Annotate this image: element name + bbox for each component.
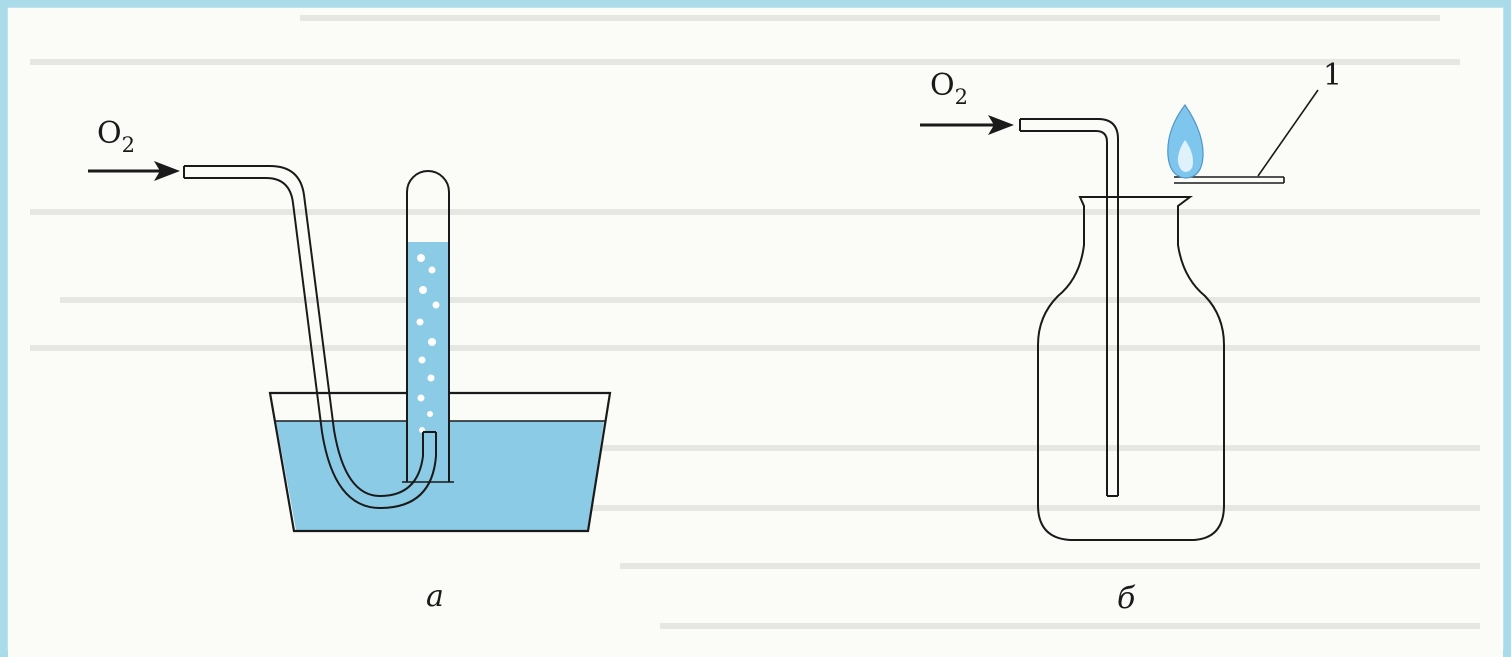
oxygen-inlet-arrow-a bbox=[88, 161, 180, 181]
collection-tube bbox=[402, 170, 454, 483]
background-print-lines bbox=[30, 15, 1480, 629]
gas-bubbles bbox=[416, 254, 440, 433]
caption-b: б bbox=[1117, 581, 1136, 616]
oxygen-label-a: O2 bbox=[97, 116, 135, 157]
delivery-tube-a bbox=[183, 165, 437, 510]
figure-panel bbox=[8, 8, 1503, 657]
burning-splint bbox=[1167, 89, 1319, 184]
gas-bottle bbox=[1037, 196, 1225, 541]
figure-a: O2 bbox=[88, 116, 612, 614]
oxygen-inlet-arrow-b bbox=[920, 115, 1014, 135]
delivery-tube-b bbox=[1019, 118, 1119, 497]
callout-leader-line bbox=[1257, 89, 1319, 177]
oxygen-label-b: O2 bbox=[930, 68, 968, 109]
caption-a: а bbox=[426, 579, 444, 614]
flame-icon bbox=[1167, 103, 1204, 179]
figure-b: O2 1 б bbox=[920, 58, 1342, 616]
callout-label-1: 1 bbox=[1323, 58, 1342, 93]
